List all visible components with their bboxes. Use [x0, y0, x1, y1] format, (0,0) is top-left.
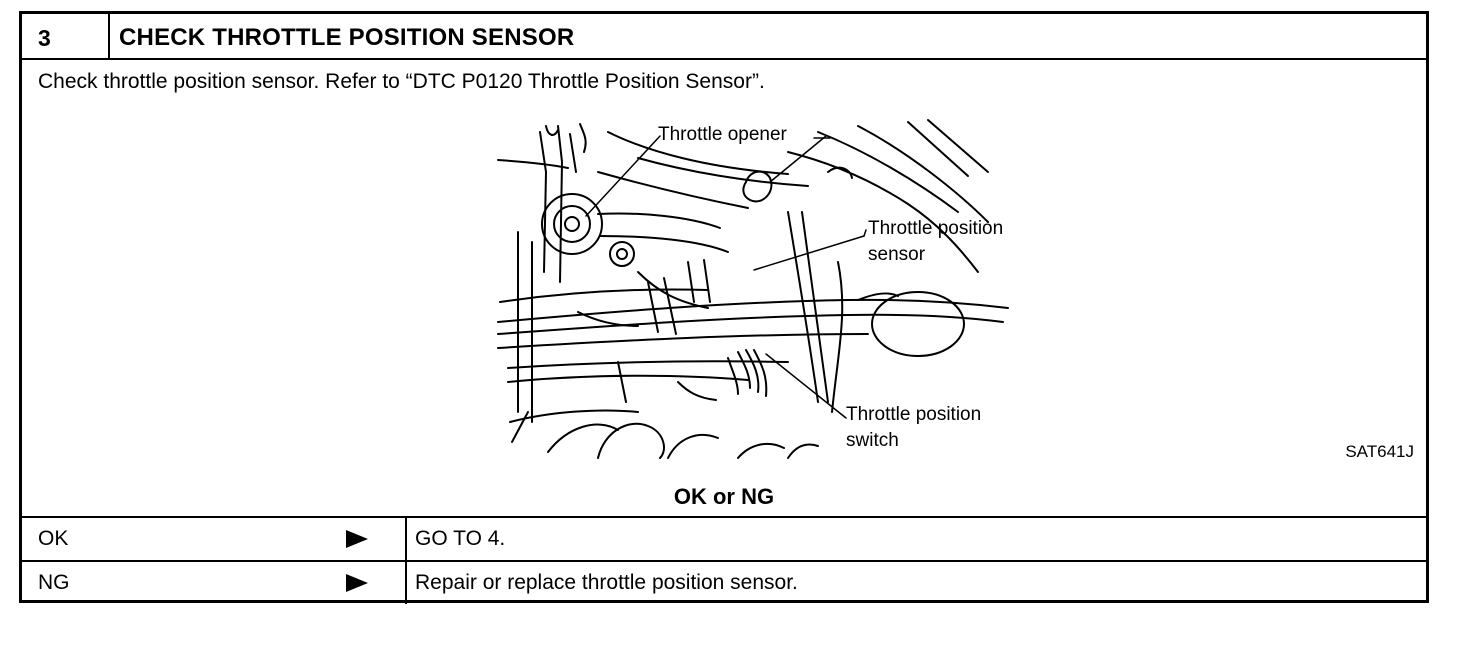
- step-body: Check throttle position sensor. Refer to…: [22, 60, 1426, 516]
- engine-illustration: Throttle opener Throttle position sensor…: [488, 112, 1048, 462]
- instruction-text: Check throttle position sensor. Refer to…: [38, 70, 765, 93]
- step-number: 3: [38, 25, 51, 51]
- result-label: NG: [38, 571, 70, 594]
- result-row-ng: NG Repair or replace throttle position s…: [22, 560, 1426, 604]
- arrow-right-icon: [346, 574, 368, 592]
- step-header: 3 CHECK THROTTLE POSITION SENSOR: [22, 14, 1426, 60]
- result-row-ok: OK GO TO 4.: [22, 516, 1426, 560]
- engine-line-drawing: [497, 119, 1009, 459]
- arrow-right-icon: [346, 530, 368, 548]
- procedure-sheet: 3 CHECK THROTTLE POSITION SENSOR Check t…: [19, 11, 1429, 604]
- callout-throttle-position-switch-line2: switch: [846, 430, 899, 451]
- result-action: Repair or replace throttle position sens…: [415, 571, 798, 594]
- step-title: CHECK THROTTLE POSITION SENSOR: [119, 24, 575, 51]
- result-label: OK: [38, 527, 69, 550]
- callout-throttle-position-switch-line1: Throttle position: [846, 404, 982, 425]
- figure-code: SAT641J: [1345, 442, 1414, 461]
- header-divider: [108, 14, 110, 58]
- result-action: GO TO 4.: [415, 527, 506, 550]
- row-divider: [405, 518, 407, 560]
- callout-throttle-position-sensor-line1: Throttle position: [868, 218, 1004, 239]
- row-divider: [405, 562, 407, 604]
- callout-throttle-position-sensor-line2: sensor: [868, 244, 926, 265]
- decision-heading: OK or NG: [673, 484, 775, 509]
- callout-throttle-opener: Throttle opener: [658, 124, 787, 145]
